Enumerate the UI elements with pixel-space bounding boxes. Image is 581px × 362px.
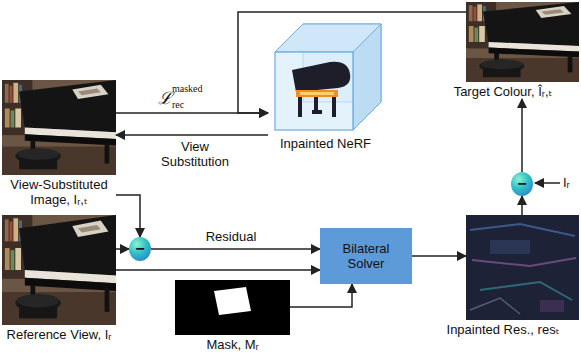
loss-symbol: ℒ: [158, 89, 172, 108]
node-label: Bilateral Solver: [324, 241, 408, 271]
subtract-circle: −: [129, 237, 151, 261]
nerf-cube: [275, 24, 381, 130]
caption: Inpainted Res., resₜ: [427, 322, 579, 337]
edge-label: Residual: [186, 229, 276, 244]
image-area: [466, 215, 579, 320]
reference-photo: [2, 215, 116, 325]
image-node: View-Substituted Image, Iᵣ,ₜ: [2, 80, 116, 207]
connector-arrow: [412, 255, 466, 257]
image-node: Target Colour, Îᵣ,ₜ: [466, 2, 579, 99]
image-area: [175, 280, 290, 335]
input-arrow: [535, 182, 560, 184]
connector-arrow: [290, 284, 352, 307]
image-area: [2, 215, 116, 325]
loss-subscript: rec: [172, 99, 184, 111]
edge-label: View Substitution: [150, 139, 240, 169]
view-substituted-photo: [2, 80, 116, 175]
nerf-node: Inpainted NeRF: [268, 22, 383, 151]
process-box: Bilateral Solver: [320, 228, 412, 284]
loss-superscript: masked: [172, 83, 203, 95]
connector-arrow: [521, 196, 523, 215]
connector-arrow: [238, 12, 466, 113]
input-label: Iᵣ: [563, 175, 570, 190]
node-label: −: [135, 241, 144, 257]
image-area: [466, 2, 579, 82]
caption: Reference View, Iᵣ: [2, 327, 116, 342]
subtract-circle: −: [511, 172, 533, 196]
caption: Target Colour, Îᵣ,ₜ: [427, 84, 579, 99]
connector-arrow: [116, 248, 129, 250]
connector-arrow: [521, 99, 523, 172]
connector-arrow: [151, 248, 320, 250]
caption: View-Substituted Image, Iᵣ,ₜ: [2, 177, 116, 207]
target-photo: [466, 2, 579, 82]
residual-image: [466, 215, 579, 320]
image-node: Mask, Mᵣ: [175, 280, 290, 352]
caption: Inpainted NeRF: [268, 136, 383, 151]
connector-arrow: [116, 269, 320, 271]
connector-arrow: [116, 134, 268, 136]
mask-image: [175, 280, 290, 335]
node-label: −: [517, 176, 526, 192]
image-area: [268, 22, 383, 134]
caption: Mask, Mᵣ: [175, 337, 290, 352]
image-node: Reference View, Iᵣ: [2, 215, 116, 342]
connector-arrow: [116, 195, 140, 237]
image-area: [2, 80, 116, 175]
image-node: Inpainted Res., resₜ: [466, 215, 579, 337]
